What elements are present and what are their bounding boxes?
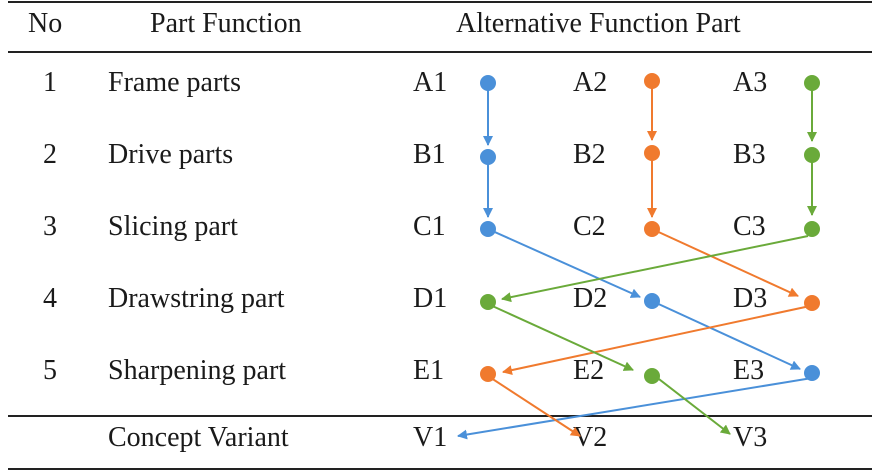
node-c3-dot [804,221,820,237]
option-d1: D1 [413,283,448,314]
node-a2-dot [644,73,660,89]
function-sharpening-part: Sharpening part [108,355,287,386]
option-d2: D2 [573,283,608,314]
header-alternative-function-part: Alternative Function Part [456,8,741,39]
function-drawstring-part: Drawstring part [108,283,285,314]
option-d3: D3 [733,283,768,314]
node-e2-dot [644,368,660,384]
node-e3-dot [804,365,820,381]
table-bottom-rule [8,468,872,470]
node-a3-dot [804,75,820,91]
option-a1: A1 [413,67,448,98]
node-b3-dot [804,147,820,163]
option-c2: C2 [573,211,606,242]
node-c1-dot [480,221,496,237]
table-top-rule [8,1,872,3]
variant-v1: V1 [413,422,448,453]
option-a2: A2 [573,67,608,98]
row-number-5: 5 [43,355,57,386]
node-a1-dot [480,75,496,91]
function-slicing-part: Slicing part [108,211,238,242]
option-c3: C3 [733,211,766,242]
function-frame-parts: Frame parts [108,67,241,98]
option-e1: E1 [413,355,445,386]
node-c2-dot [644,221,660,237]
option-e3: E3 [733,355,765,386]
row-number-2: 2 [43,139,57,170]
path-v3-green [487,83,817,435]
option-a3: A3 [733,67,768,98]
node-d1-dot [480,294,496,310]
variant-v3: V3 [733,422,768,453]
node-b2-dot [644,145,660,161]
path-v2-orange [487,83,811,437]
header-bottom-rule [8,51,872,53]
node-d2-dot [644,293,660,309]
option-b2: B2 [573,139,606,170]
row-number-3: 3 [43,211,57,242]
option-b3: B3 [733,139,766,170]
variant-separator-rule [8,415,872,417]
node-e1-dot [480,366,496,382]
function-drive-parts: Drive parts [108,139,234,170]
option-e2: E2 [573,355,605,386]
option-b1: B1 [413,139,446,170]
option-c1: C1 [413,211,446,242]
row-number-1: 1 [43,67,57,98]
node-b1-dot [480,149,496,165]
row-number-4: 4 [43,283,57,314]
node-d3-dot [804,295,820,311]
concept-variant-label: Concept Variant [108,422,289,453]
header-no: No [28,8,63,39]
header-part-function: Part Function [150,8,302,39]
path-v1-blue [457,85,813,440]
